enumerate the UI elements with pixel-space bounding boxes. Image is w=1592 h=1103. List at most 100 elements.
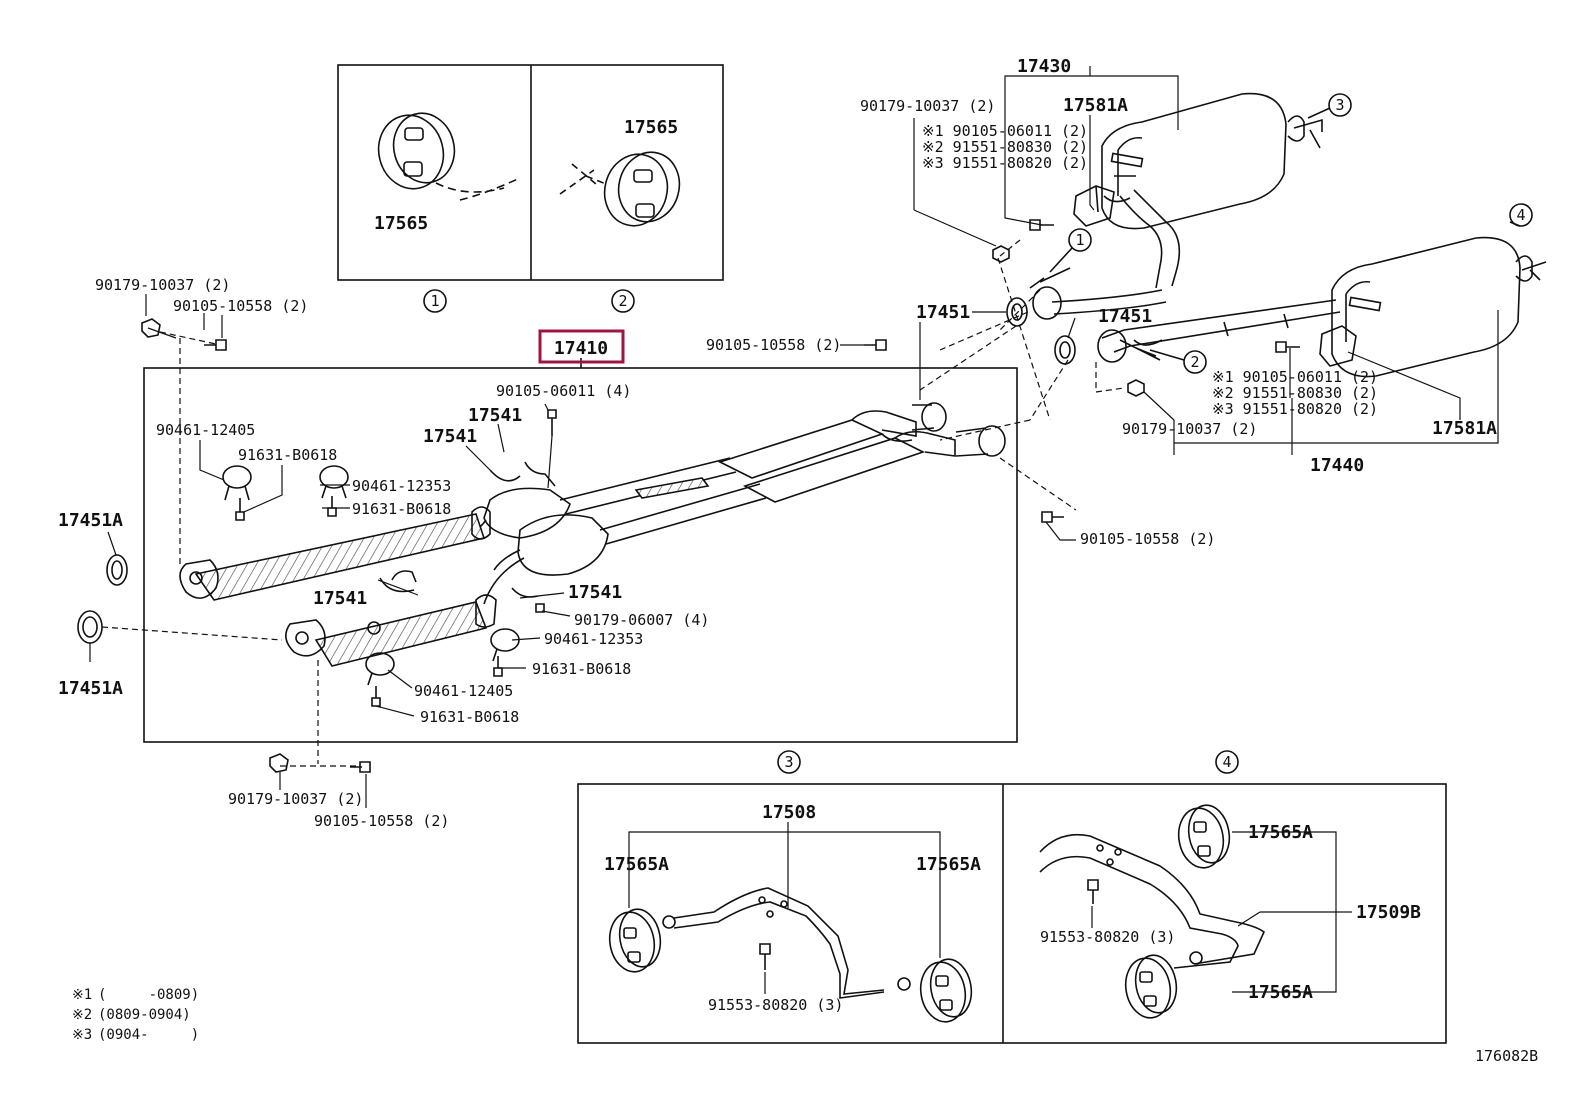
label-17565A-inset4-bottom: 17565A xyxy=(1248,982,1313,1003)
rubber-mount-17565A-inset4-bottom xyxy=(1124,954,1178,1019)
hanger-rear-2 xyxy=(1133,339,1163,346)
bolt-top-left xyxy=(204,339,227,351)
nut-bottom-left xyxy=(269,753,289,773)
clamp-90461-12353-upper xyxy=(319,465,349,499)
marker-1-rear xyxy=(1068,228,1092,252)
label-90105-10558-tl: 90105-10558 (2) xyxy=(173,297,308,315)
bolt-mid xyxy=(864,339,887,351)
label-90461-12353-b: 90461-12353 xyxy=(544,630,643,648)
front-pipe-lower xyxy=(285,557,525,667)
label-17430: 17430 xyxy=(1017,56,1071,77)
front-y-pipe xyxy=(559,402,1006,545)
clamp-90461-12353-lower xyxy=(490,628,520,662)
marker-2-rear xyxy=(1183,350,1207,374)
front-pipe-upper xyxy=(179,506,491,601)
label-bot-x2: ※2 91551-80830 (2) xyxy=(1212,384,1378,402)
label-17541-d: 17541 xyxy=(568,582,622,603)
note-1-mark: ※1 xyxy=(72,987,92,1003)
label-17541-c: 17541 xyxy=(313,588,367,609)
bracket-17508 xyxy=(662,887,911,999)
inset-marker-3 xyxy=(777,750,801,774)
inset-box-3-4 xyxy=(577,783,1447,1044)
bracket-17541-c xyxy=(379,577,415,593)
label-90179-10037-br: 90179-10037 (2) xyxy=(1122,420,1257,438)
note-2-range: (0809-0904) xyxy=(98,1007,191,1023)
rubber-mount-17565A-inset3-right xyxy=(919,958,973,1023)
rubber-mount-17565A-inset3-left xyxy=(608,908,662,973)
label-17508: 17508 xyxy=(762,802,816,823)
label-90105-06011-4: 90105-06011 (4) xyxy=(496,382,631,400)
insulator-17581A-top xyxy=(1073,185,1115,227)
label-17451A-bottom: 17451A xyxy=(58,678,123,699)
label-17565A-inset3-right: 17565A xyxy=(916,854,981,875)
label-top-x3: ※3 91551-80820 (2) xyxy=(922,154,1088,172)
marker-2-rear-text: 2 xyxy=(1190,353,1199,371)
label-90105-10558-mid: 90105-10558 (2) xyxy=(706,336,841,354)
label-91631-B0618-a: 91631-B0618 xyxy=(238,446,337,464)
label-17451-a: 17451 xyxy=(916,302,970,323)
muffler-17430 xyxy=(1029,92,1323,320)
nut-rear-top xyxy=(992,245,1010,263)
label-17451-b: 17451 xyxy=(1098,306,1152,327)
bolt-right xyxy=(1041,511,1064,523)
label-top-x1: ※1 90105-06011 (2) xyxy=(922,122,1088,140)
marker-4-rear xyxy=(1509,203,1533,227)
bolt-inset3 xyxy=(759,943,771,970)
bracket-17509B xyxy=(1039,833,1265,969)
label-90105-10558-bl: 90105-10558 (2) xyxy=(314,812,449,830)
label-91553-80820-inset3: 91553-80820 (3) xyxy=(708,996,843,1014)
leader-lines xyxy=(89,66,1499,994)
hanger-rear-1 xyxy=(1103,175,1136,203)
gasket-17451A-lower xyxy=(77,610,103,644)
nut-rear-bottom xyxy=(1127,379,1145,397)
marker-2-text: 2 xyxy=(618,292,627,310)
bolt-rear-top xyxy=(1029,219,1054,231)
label-91631-B0618-b: 91631-B0618 xyxy=(352,500,451,518)
marker-3-rear-text: 3 xyxy=(1335,96,1344,114)
label-91631-B0618-c: 91631-B0618 xyxy=(532,660,631,678)
main-assembly-highlight xyxy=(538,329,625,364)
bolt-rear-bottom xyxy=(1275,341,1300,353)
part-labels: 17565 17565 1 2 90179-10037 (2) 90105-10… xyxy=(58,56,1538,1065)
label-17440: 17440 xyxy=(1310,455,1364,476)
rubber-hanger-inset-2 xyxy=(559,151,681,227)
label-17509B: 17509B xyxy=(1356,902,1421,923)
marker-1-text: 1 xyxy=(430,292,439,310)
label-17565A-inset3-left: 17565A xyxy=(604,854,669,875)
marker-4-rear-text: 4 xyxy=(1516,206,1525,224)
label-90179-10037-tl: 90179-10037 (2) xyxy=(95,276,230,294)
label-17451A-top: 17451A xyxy=(58,510,123,531)
label-90179-10037-tr: 90179-10037 (2) xyxy=(860,97,995,115)
bracket-17541-b xyxy=(524,461,556,487)
label-90179-10037-bl: 90179-10037 (2) xyxy=(228,790,363,808)
marker-3-rear xyxy=(1328,93,1352,117)
label-17565-inset1: 17565 xyxy=(374,213,428,234)
label-90461-12405-a: 90461-12405 xyxy=(156,421,255,439)
bolt-bottom-left xyxy=(350,761,371,773)
clamp-90461-12405-lower xyxy=(365,652,395,686)
bolt-inset4 xyxy=(1087,879,1099,904)
label-bot-x1: ※1 90105-06011 (2) xyxy=(1212,368,1378,386)
inset-marker-4 xyxy=(1215,750,1239,774)
note-3-range: (0904- ) xyxy=(98,1027,199,1043)
catalytic-converter-lower xyxy=(493,514,609,576)
label-17541-a: 17541 xyxy=(468,405,522,426)
muffler-17440 xyxy=(1097,236,1547,378)
main-assembly-box xyxy=(143,367,1018,743)
rubber-mount-17565A-inset4-top xyxy=(1177,804,1231,869)
bracket-17541-a xyxy=(489,469,521,482)
inset-marker-1 xyxy=(423,289,447,313)
label-90461-12405-b: 90461-12405 xyxy=(414,682,513,700)
bracket-17541-d xyxy=(511,587,539,598)
label-90105-10558-r: 90105-10558 (2) xyxy=(1080,530,1215,548)
label-91553-80820-inset4: 91553-80820 (3) xyxy=(1040,928,1175,946)
marker-4-text: 4 xyxy=(1222,753,1231,771)
label-17581A-bottom: 17581A xyxy=(1432,418,1497,439)
gasket-17451-b xyxy=(1054,335,1076,365)
gasket-17451-a xyxy=(1006,297,1028,327)
gasket-17451A-upper xyxy=(106,554,128,586)
label-bot-x3: ※3 91551-80820 (2) xyxy=(1212,400,1378,418)
label-91631-B0618-d: 91631-B0618 xyxy=(420,708,519,726)
